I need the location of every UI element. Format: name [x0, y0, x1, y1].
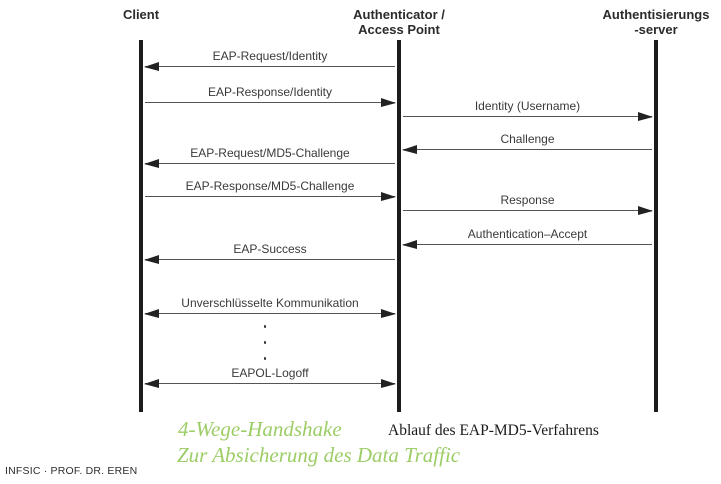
message-label: Response	[500, 193, 555, 207]
ellipsis-dot	[263, 357, 267, 360]
arrowhead-right-icon	[381, 98, 396, 107]
actor-authenticator-label: Authenticator /	[353, 7, 445, 22]
arrowhead-right-icon	[381, 309, 396, 318]
message-label: Challenge	[500, 132, 555, 146]
vertical-ellipsis	[263, 325, 267, 373]
arrow-line	[145, 102, 395, 103]
arrow-line	[145, 66, 395, 67]
arrow-line	[403, 149, 652, 150]
message-label: EAP-Request/Identity	[212, 49, 328, 63]
arrowhead-right-icon	[381, 379, 396, 388]
message-challenge: Challenge	[402, 132, 653, 154]
actor-authenticator-label-2: Access Point	[358, 22, 440, 37]
arrow-line	[145, 259, 395, 260]
arrow-line	[145, 383, 395, 384]
arrowhead-right-icon	[381, 192, 396, 201]
message-label: EAP-Request/MD5-Challenge	[190, 146, 350, 160]
handshake-title: 4-Wege-Handshake	[178, 417, 342, 441]
arrowhead-left-icon	[144, 255, 159, 264]
arrow-line	[145, 196, 395, 197]
message-eap-response-md5-challenge: EAP-Response/MD5-Challenge	[144, 179, 396, 201]
message-eap-response-identity: EAP-Response/Identity	[144, 85, 396, 107]
actor-server-label-2: -server	[634, 22, 678, 37]
message-label: Identity (Username)	[474, 99, 581, 113]
message-eap-request-md5-challenge: EAP-Request/MD5-Challenge	[144, 146, 396, 168]
ellipsis-dot	[263, 341, 267, 344]
handshake-subtitle: Zur Absicherung des Data Traffic	[177, 443, 461, 467]
arrow-line	[403, 116, 652, 117]
message-authentication-accept: Authentication–Accept	[402, 227, 653, 249]
lifeline-client	[139, 40, 143, 412]
arrow-line	[403, 210, 652, 211]
message-label: EAP-Success	[233, 242, 307, 256]
arrowhead-left-icon	[144, 159, 159, 168]
arrow-line	[145, 313, 395, 314]
message-label: EAP-Response/Identity	[207, 85, 333, 99]
arrowhead-left-icon	[144, 62, 159, 71]
actor-server: Authentisierungs -server	[576, 7, 721, 37]
lifeline-authenticator	[397, 40, 401, 412]
message-response: Response	[402, 193, 653, 215]
message-eap-success: EAP-Success	[144, 242, 396, 264]
message-label: Authentication–Accept	[467, 227, 588, 241]
diagram-caption: Ablauf des EAP-MD5-Verfahrens	[388, 422, 599, 439]
message-label: EAPOL-Logoff	[231, 366, 309, 380]
message-identity-username: Identity (Username)	[402, 99, 653, 121]
ellipsis-dot	[263, 325, 267, 328]
message-label: Unverschlüsselte Kommunikation	[181, 296, 359, 310]
arrow-line	[145, 163, 395, 164]
arrowhead-left-icon	[144, 379, 159, 388]
footer-credit: INFSIC · PROF. DR. EREN	[5, 465, 138, 477]
arrow-line	[403, 244, 652, 245]
message-unverschluesselte-kommunikation: Unverschlüsselte Kommunikation	[144, 296, 396, 318]
message-eap-request-identity: EAP-Request/Identity	[144, 49, 396, 71]
actor-server-label: Authentisierungs	[602, 7, 710, 22]
arrowhead-right-icon	[638, 206, 653, 215]
actor-client: Client	[61, 7, 221, 22]
message-label: EAP-Response/MD5-Challenge	[185, 179, 355, 193]
arrowhead-left-icon	[402, 240, 417, 249]
message-eapol-logoff: EAPOL-Logoff	[144, 366, 396, 388]
actor-authenticator: Authenticator / Access Point	[319, 7, 479, 37]
actor-client-label: Client	[122, 7, 160, 22]
lifeline-server	[654, 40, 658, 412]
arrowhead-right-icon	[638, 112, 653, 121]
arrowhead-left-icon	[144, 309, 159, 318]
arrowhead-left-icon	[402, 145, 417, 154]
